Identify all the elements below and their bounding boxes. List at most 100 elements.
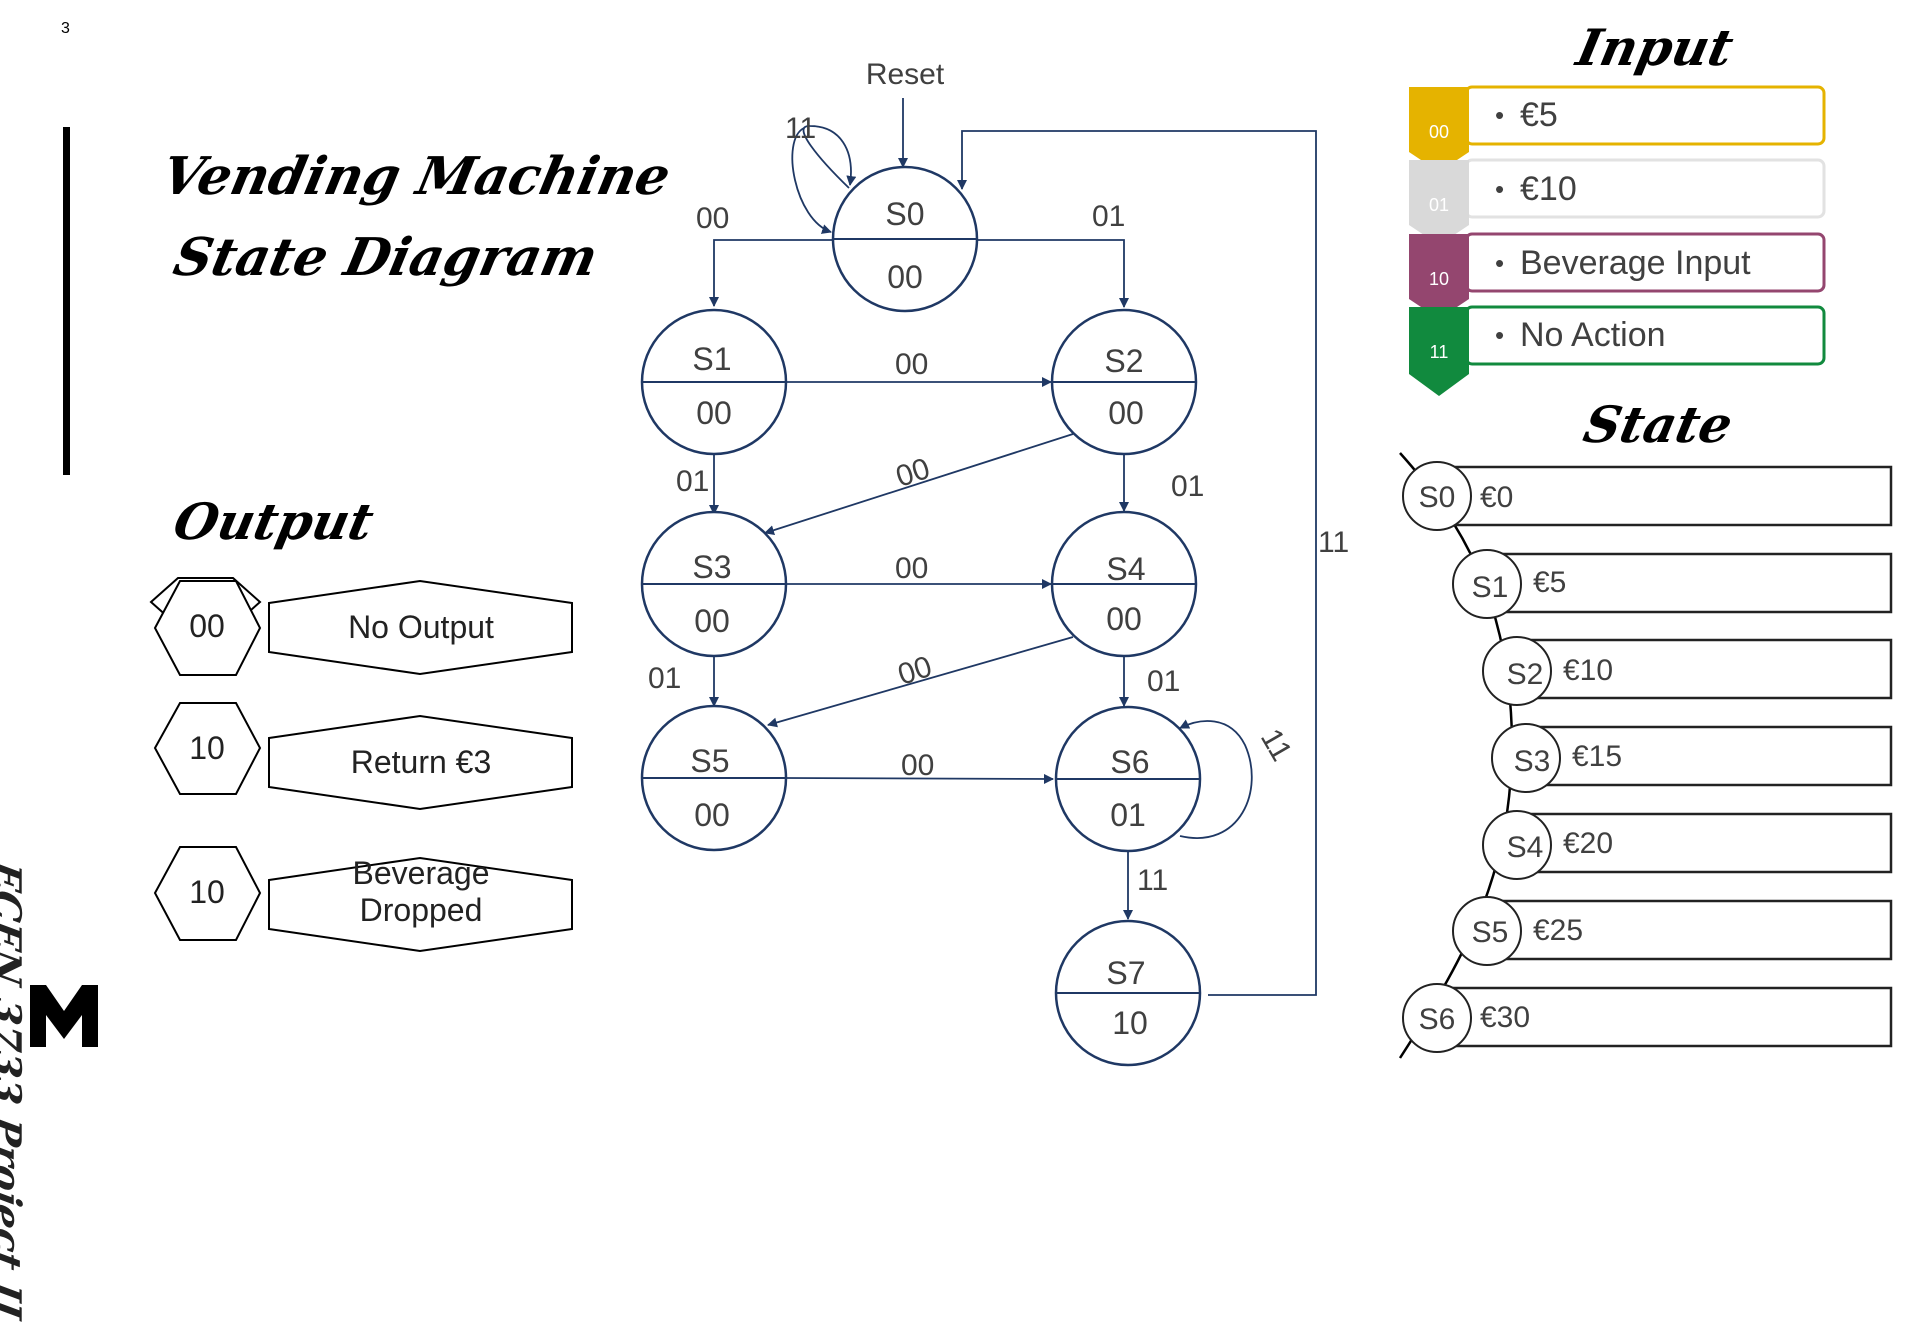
state-node-s5: S5 00 — [640, 704, 788, 852]
state-name: S4 — [1106, 551, 1145, 587]
state-name: S5 — [690, 743, 729, 779]
accent-bar — [63, 127, 70, 475]
output-code-hexagon — [153, 580, 262, 676]
state-name: S3 — [692, 549, 731, 585]
edge-s0-s2 — [974, 239, 1129, 308]
input-label: €5 — [1520, 96, 1558, 134]
edge-s6-s6 — [1179, 719, 1253, 839]
state-node-s4: S4 00 — [1050, 510, 1198, 658]
state-legend-value: €15 — [1572, 740, 1622, 773]
state-legend-name: S6 — [1419, 1003, 1456, 1036]
state-legend-row-3: S2 €10 — [1482, 636, 1893, 706]
state-legend-row-2: S1 €5 — [1452, 549, 1893, 619]
state-node-s1: S1 00 — [640, 308, 788, 456]
output-label-line-1: Beverage — [353, 855, 490, 891]
state-output: 00 — [1106, 601, 1142, 637]
input-bullet: • — [1495, 174, 1504, 204]
edge-label-s7-s0: 11 — [1318, 526, 1349, 559]
state-output: 00 — [887, 259, 923, 295]
output-item-3: 10 Beverage Dropped — [153, 846, 573, 953]
state-legend-value: €25 — [1533, 914, 1583, 947]
edge-label-s4-s5: 00 — [894, 650, 936, 692]
state-node-s6: S6 01 — [1054, 705, 1202, 853]
edge-s2-s3 — [764, 433, 1074, 536]
input-legend: 00 • €5 01 • €10 10 • Beverage Input 11 … — [1409, 85, 1826, 396]
state-output: 00 — [694, 797, 730, 833]
state-name: S6 — [1110, 744, 1149, 780]
input-code-chevron — [1409, 160, 1469, 245]
input-item-2: 01 • €10 — [1409, 158, 1826, 245]
state-legend-row-5: S4 €20 — [1482, 810, 1893, 880]
input-code: 00 — [1429, 122, 1449, 142]
output-label: No Output — [348, 609, 494, 645]
edge-s0-s0 — [802, 125, 857, 189]
state-legend-value: €20 — [1563, 827, 1613, 860]
state-output: 10 — [1112, 1005, 1148, 1041]
input-item-4: 11 • No Action — [1409, 305, 1826, 396]
state-node-s3: S3 00 — [640, 510, 788, 658]
state-legend-row-6: S5 €25 — [1452, 896, 1893, 966]
input-bullet: • — [1495, 320, 1504, 350]
state-legend-value: €5 — [1533, 566, 1566, 599]
output-code: 10 — [189, 730, 225, 766]
edge-s4-s5 — [767, 636, 1074, 728]
state-legend-row-7: S6 €30 — [1402, 983, 1893, 1053]
edge-label-s5-s6: 00 — [901, 749, 934, 782]
output-label-line-2: Dropped — [360, 892, 483, 928]
reset-label: Reset — [866, 58, 945, 91]
state-output: 00 — [1108, 395, 1144, 431]
diagram-edges — [709, 98, 1317, 996]
state-legend-name: S5 — [1472, 916, 1509, 949]
output-code-hexagon — [153, 846, 262, 941]
output-label: Return €3 — [351, 744, 492, 780]
state-legend-value: €30 — [1480, 1001, 1530, 1034]
edge-label-s2-s3: 00 — [892, 452, 934, 494]
output-label-box — [268, 579, 573, 676]
input-item-1: 00 • €5 — [1409, 85, 1826, 172]
output-label-box — [268, 714, 573, 811]
edge-label-s0-s1: 00 — [696, 202, 729, 235]
input-item-3: 10 • Beverage Input — [1409, 232, 1826, 319]
state-legend-name: S3 — [1514, 745, 1551, 778]
state-node-s2: S2 00 — [1050, 308, 1198, 456]
output-item-2: 10 Return €3 — [153, 702, 573, 811]
input-label: €10 — [1520, 170, 1577, 208]
state-legend-row-1: S0 €0 — [1402, 461, 1893, 531]
input-label: Beverage Input — [1520, 244, 1751, 282]
state-node-s0: S0 00 — [831, 165, 979, 313]
input-bullet: • — [1495, 100, 1504, 130]
edge-label-s2-s4: 01 — [1171, 470, 1204, 503]
state-legend-name: S4 — [1507, 831, 1544, 864]
input-code: 01 — [1429, 195, 1449, 215]
input-bullet: • — [1495, 248, 1504, 278]
edge-label-s4-s6: 01 — [1147, 665, 1180, 698]
output-code: 00 — [189, 608, 225, 644]
state-legend-name: S2 — [1507, 658, 1544, 691]
edge-label-s6-s6: 11 — [1254, 723, 1298, 766]
state-legend-value: €10 — [1563, 654, 1613, 687]
edge-label-s1-s2: 00 — [895, 348, 928, 381]
state-legend-name: S0 — [1419, 481, 1456, 514]
output-item-1: 00 No Output — [153, 579, 573, 676]
input-code: 11 — [1430, 342, 1449, 362]
edge-label-s1-s3: 01 — [676, 465, 709, 498]
input-code-chevron — [1409, 87, 1469, 172]
edge-s0-s1 — [709, 239, 834, 307]
state-name: S7 — [1106, 955, 1145, 991]
state-name: S0 — [885, 196, 924, 232]
edge-label-s3-s5: 01 — [648, 662, 681, 695]
state-output: 01 — [1110, 797, 1146, 833]
output-code-hexagon — [153, 702, 262, 795]
state-legend-row-4: S3 €15 — [1491, 723, 1893, 793]
edge-label-s0-s2: 01 — [1092, 200, 1125, 233]
state-output: 00 — [694, 603, 730, 639]
edge-label-s6-s7: 11 — [1137, 864, 1168, 897]
edge-s5-s6 — [784, 773, 1054, 784]
m-logo-icon — [30, 985, 98, 1047]
input-code-chevron — [1409, 234, 1469, 319]
state-nodes: S0 00 S1 00 S2 00 S3 00 S4 00 — [640, 165, 1202, 1067]
edge-s0-s0-tail — [791, 127, 832, 234]
edge-label-s3-s4: 00 — [895, 552, 928, 585]
state-legend-value: €0 — [1480, 481, 1513, 514]
output-label-box — [268, 856, 573, 953]
